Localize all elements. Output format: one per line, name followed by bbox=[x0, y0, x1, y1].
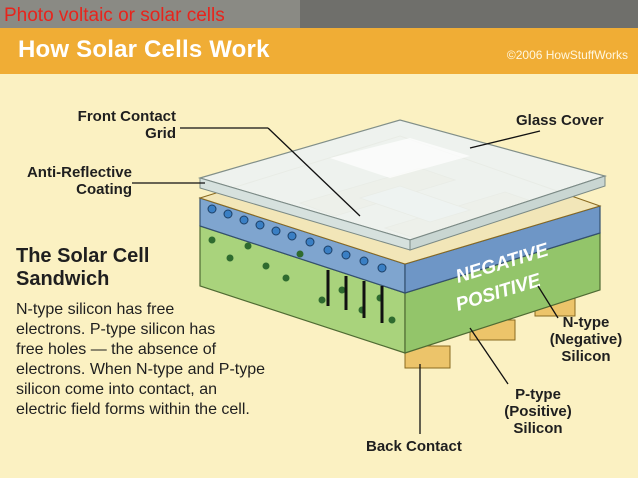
sandwich-title: The Solar Cell Sandwich bbox=[16, 245, 149, 291]
anti-reflective-label: Anti-Reflective Coating bbox=[10, 164, 132, 198]
n-type-layer bbox=[199, 197, 601, 294]
sandwich-title-line1: The Solar Cell bbox=[16, 245, 150, 267]
sandwich-body-line6: electric field forms within the cell. bbox=[16, 401, 250, 418]
front-contact-label: Front Contact Grid bbox=[60, 108, 176, 142]
sandwich-body-line4: electrons. When N-type and P-type bbox=[16, 361, 266, 378]
slide-title: Photo voltaic or solar cells bbox=[4, 5, 225, 26]
p-type-label-line3: Silicon bbox=[513, 420, 563, 437]
front-contact-label-line1: Front Contact bbox=[77, 108, 176, 125]
p-type-label: P-type (Positive) Silicon bbox=[488, 386, 588, 437]
sandwich-body-line2: electrons. P-type silicon has bbox=[16, 321, 216, 338]
sandwich-title-line2: Sandwich bbox=[16, 268, 110, 290]
figure-header: How Solar Cells Work ©2006 HowStuffWorks bbox=[0, 28, 638, 74]
anti-reflective-label-line1: Anti-Reflective bbox=[26, 164, 132, 181]
sandwich-body-line1: N-type silicon has free bbox=[16, 301, 175, 318]
n-type-label-line2: (Negative) bbox=[549, 331, 623, 348]
p-type-label-line2: (Positive) bbox=[504, 403, 572, 420]
front-contact-label-line2: Grid bbox=[145, 125, 176, 142]
sandwich-body-line5: silicon come into contact, an bbox=[16, 381, 217, 398]
electric-field-arrows bbox=[326, 270, 384, 323]
sandwich-body-line3: free holes — the absence of bbox=[16, 341, 217, 358]
glass-cover-label: Glass Cover bbox=[516, 112, 604, 129]
back-contact-label: Back Contact bbox=[366, 438, 462, 455]
anti-reflective-label-line2: Coating bbox=[76, 181, 132, 198]
n-type-label-line1: N-type bbox=[562, 314, 610, 331]
p-type-label-line1: P-type bbox=[515, 386, 561, 403]
copyright-notice: ©2006 HowStuffWorks bbox=[506, 48, 628, 62]
sandwich-description: N-type silicon has free electrons. P-typ… bbox=[16, 300, 326, 420]
figure-title: How Solar Cells Work bbox=[18, 36, 270, 63]
callout-lines bbox=[132, 127, 559, 434]
n-type-label-line3: Silicon bbox=[561, 348, 611, 365]
p-type-layer bbox=[199, 225, 601, 354]
n-type-label: N-type (Negative) Silicon bbox=[536, 314, 636, 365]
slide-title-bar bbox=[0, 0, 638, 28]
solar-cell-diagram: NEGATIVE POSITIVE bbox=[132, 119, 608, 434]
glass-cover bbox=[197, 119, 608, 251]
title-bar-highlight bbox=[0, 0, 300, 28]
free-electrons bbox=[207, 204, 387, 273]
